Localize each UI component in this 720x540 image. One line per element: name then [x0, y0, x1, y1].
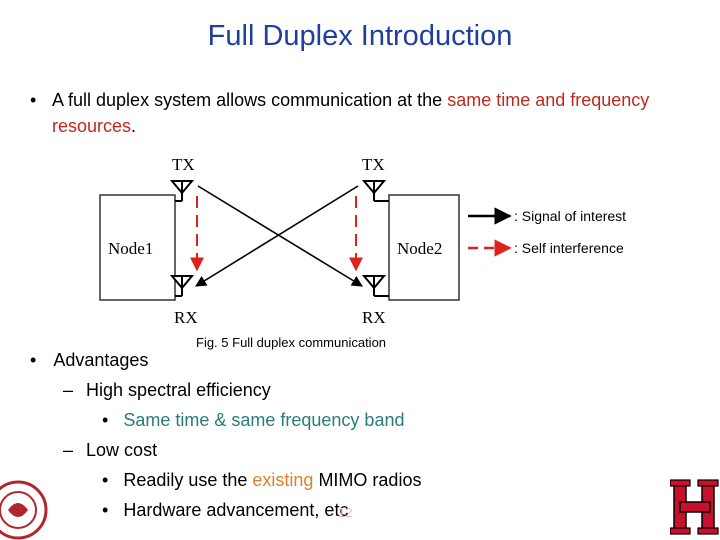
- rx-right-antenna-icon: [361, 275, 389, 297]
- node2-box: [388, 194, 460, 301]
- department-logo: [670, 479, 719, 535]
- bullet-marker: •: [30, 350, 37, 370]
- page-number: 12: [338, 505, 353, 520]
- adv-subitem-same-band: • Same time & same frequency band: [102, 410, 405, 430]
- legend-interference-label: : Self interference: [514, 240, 624, 256]
- university-seal-logo: [0, 480, 48, 540]
- intro-text: A full duplex system allows communicatio…: [52, 90, 650, 136]
- legend-signal-label: : Signal of interest: [514, 208, 627, 224]
- node1-label: Node1: [108, 239, 153, 258]
- signal-arrow-right-to-left: [195, 185, 359, 287]
- intro-highlight: same time and frequency resources: [52, 90, 650, 136]
- advantages-heading: • Advantages: [30, 350, 149, 370]
- rx-left-antenna-icon: [169, 275, 195, 297]
- bullet-marker: •: [30, 90, 37, 110]
- node1-box: [99, 194, 176, 301]
- tx-right-antenna-icon: [361, 180, 389, 202]
- adv-subitem-mimo: • Readily use the existing MIMO radios: [102, 470, 422, 490]
- tx-left-label: TX: [172, 155, 195, 174]
- adv-item-low-cost: – Low cost: [63, 440, 158, 460]
- slide-title: Full Duplex Introduction: [207, 20, 513, 52]
- rx-right-label: RX: [362, 308, 386, 327]
- figure-caption: Fig. 5 Full duplex communication: [196, 335, 387, 350]
- signal-arrow-left-to-right: [197, 185, 363, 287]
- node2-label: Node2: [397, 239, 442, 258]
- intro-bullet: • A full duplex system allows communicat…: [30, 87, 670, 139]
- rx-left-label: RX: [174, 308, 198, 327]
- adv-subitem-hardware: • Hardware advancement, etc: [102, 500, 349, 520]
- adv-item-spectral: – High spectral efficiency: [63, 380, 271, 400]
- tx-left-antenna-icon: [169, 180, 195, 202]
- tx-right-label: TX: [362, 155, 385, 174]
